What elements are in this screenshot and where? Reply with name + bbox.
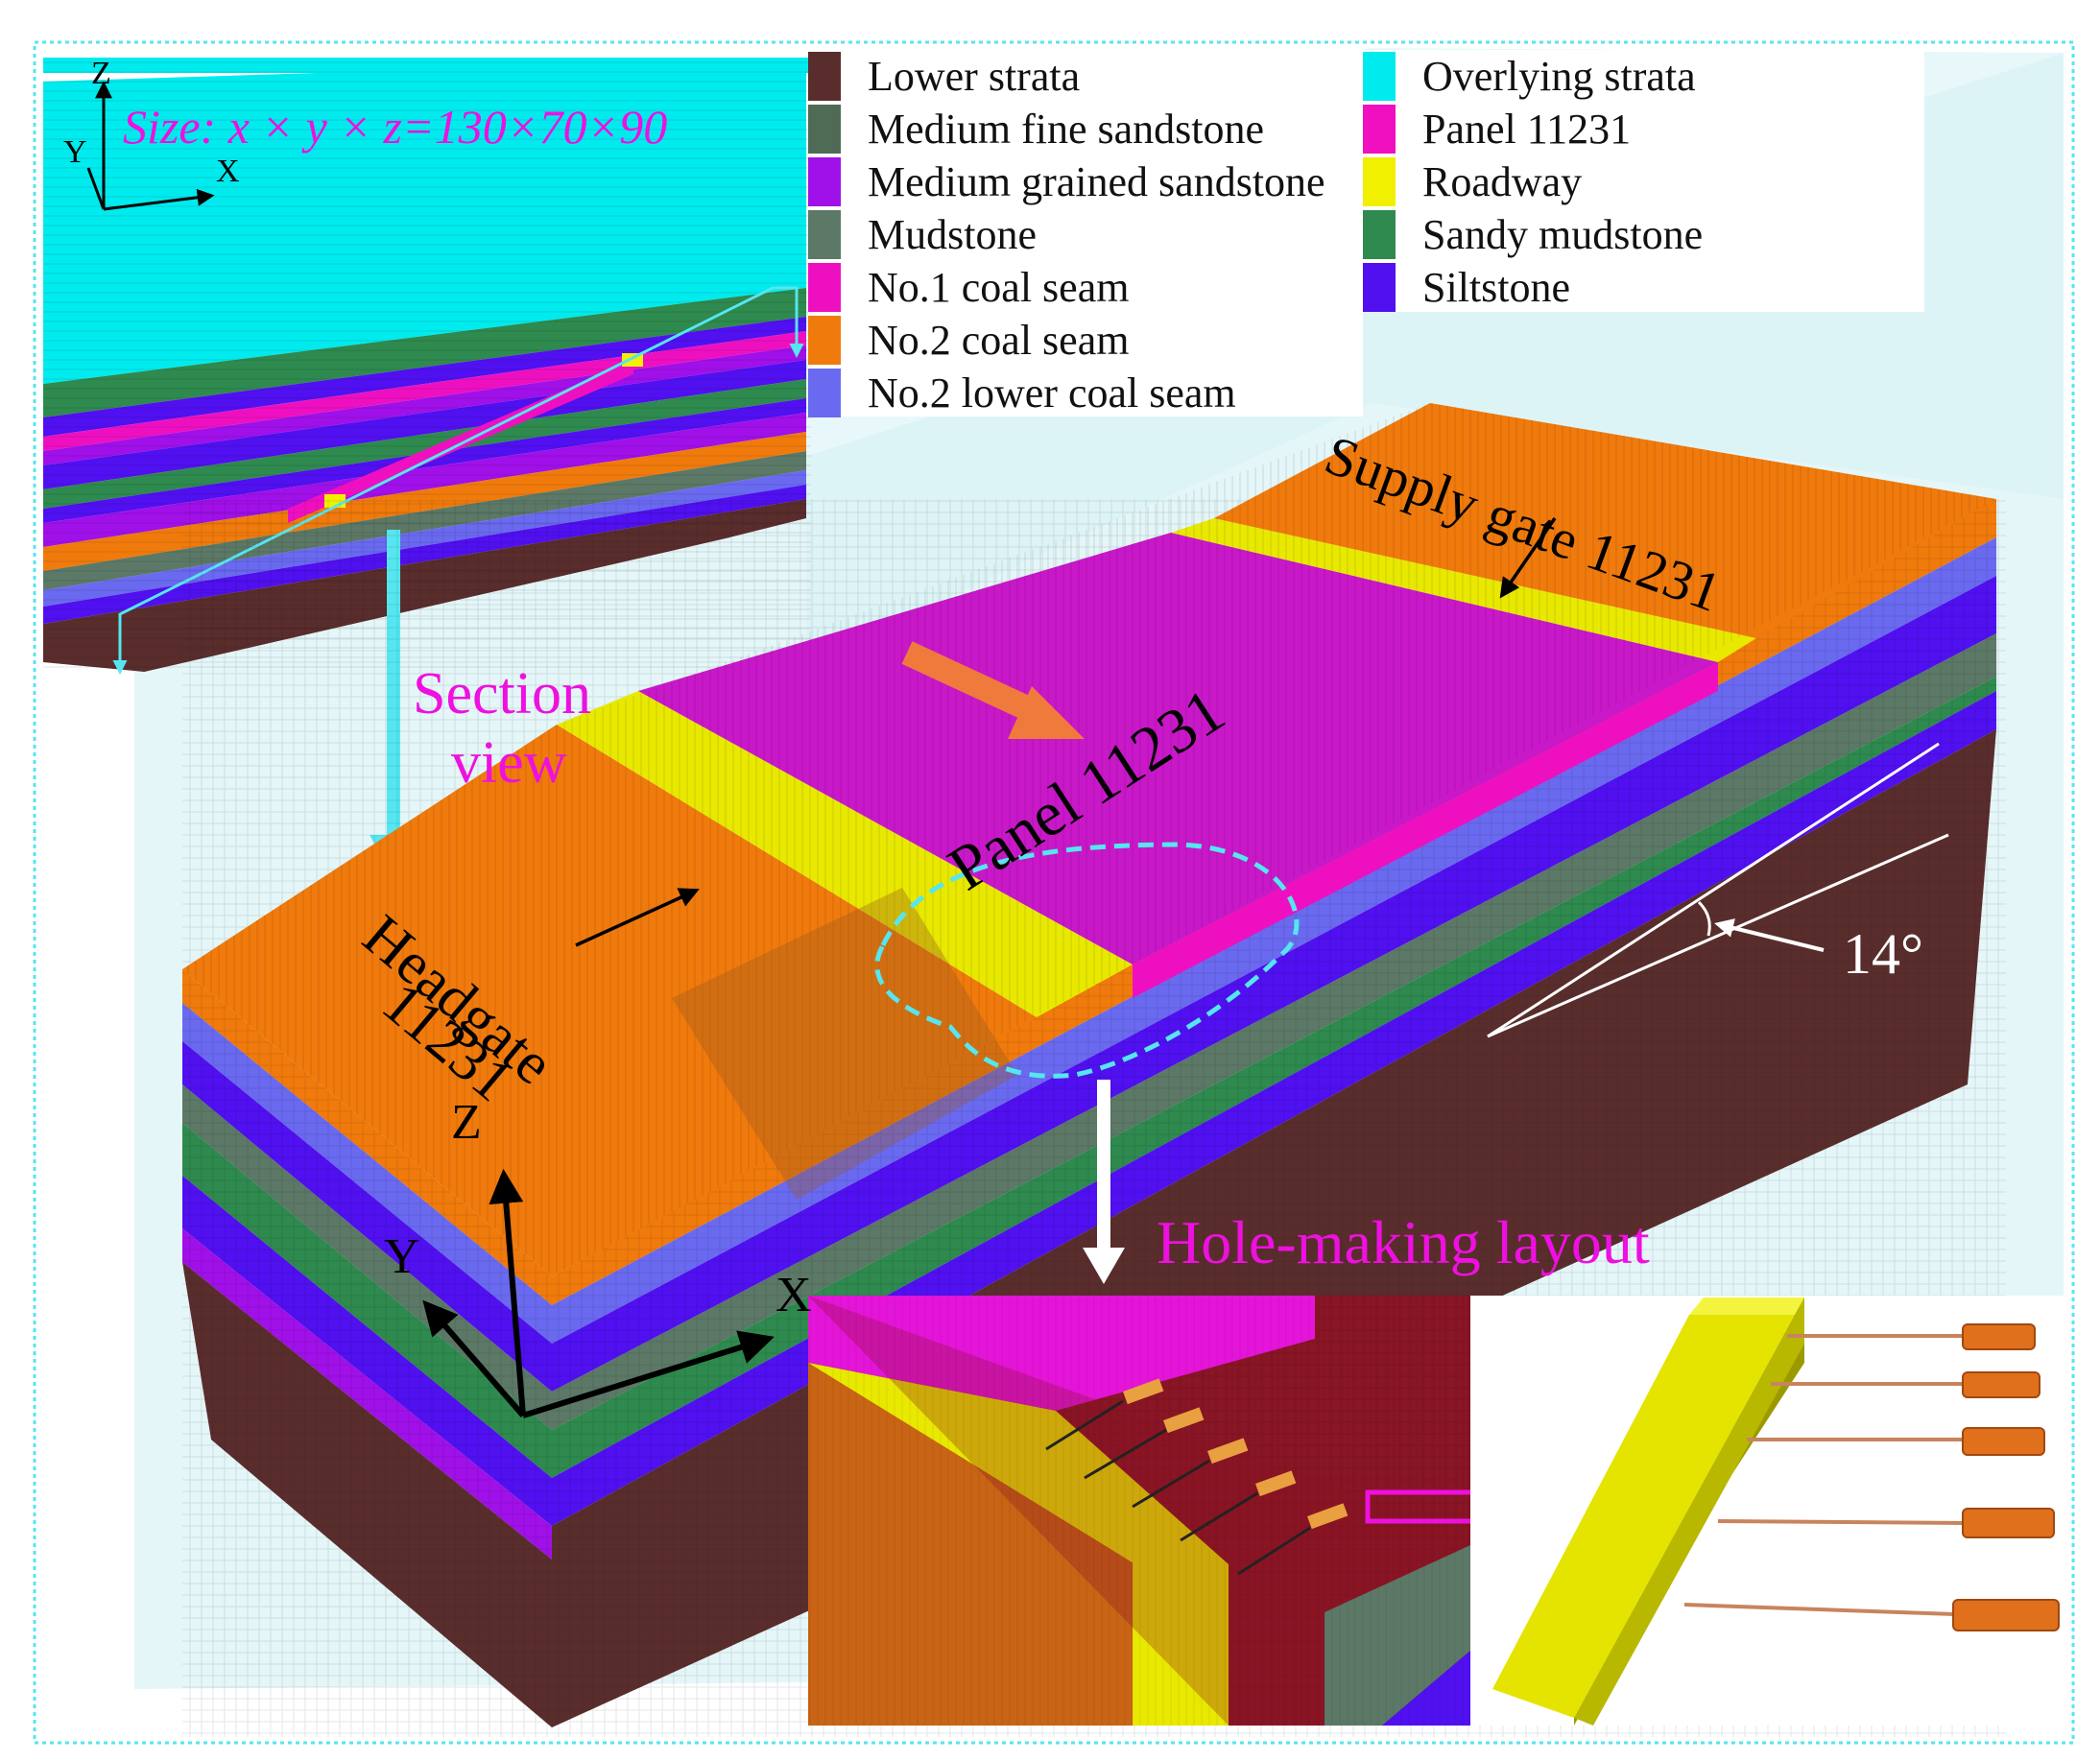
figure-frame <box>33 40 2075 1745</box>
headgate-pointer <box>575 888 700 947</box>
borehole-schematic <box>1470 1296 2070 1726</box>
legend-swatch <box>808 263 841 312</box>
angle-pointer <box>1714 918 1825 952</box>
section-view-label-line1: Section <box>413 661 591 726</box>
legend-item: Mudstone <box>808 208 1363 261</box>
main-x-label: X <box>776 1268 812 1322</box>
legend-item: Siltstone <box>1363 261 1924 314</box>
main-y-axis <box>422 1299 526 1417</box>
inset-z-label: Z <box>91 56 111 91</box>
legend-label: No.2 lower coal seam <box>868 369 1236 417</box>
boreholes-closeup <box>1045 1399 1311 1576</box>
legend-item: Overlying strata <box>1363 50 1924 103</box>
size-label: Size: x × y × z=130×70×90 <box>123 100 668 154</box>
legend-label: Lower strata <box>868 53 1081 100</box>
legend-label: No.2 coal seam <box>868 317 1130 364</box>
inset-x-axis <box>103 188 215 211</box>
legend-swatch <box>1363 210 1396 259</box>
legend-item: Medium grained sandstone <box>808 155 1363 208</box>
supply-gate-pointer <box>1499 517 1557 599</box>
legend-label: Mudstone <box>868 211 1037 258</box>
legend-swatch <box>1363 52 1396 101</box>
legend-label: Medium grained sandstone <box>868 158 1325 205</box>
borehole-lines <box>1683 1334 1964 1616</box>
legend-item: Sandy mudstone <box>1363 208 1924 261</box>
legend-item: Roadway <box>1363 155 1924 208</box>
legend-swatch <box>808 52 841 101</box>
inset-y-label: Y <box>63 134 87 170</box>
legend-item: Panel 11231 <box>1363 103 1924 155</box>
legend-swatch <box>1363 157 1396 206</box>
hole-layout-closeup <box>808 1296 1470 1726</box>
charge-cylinders <box>1952 1323 2060 1631</box>
legend-label: Overlying strata <box>1422 53 1696 100</box>
main-z-axis <box>489 1168 526 1417</box>
legend-swatch <box>808 210 841 259</box>
angle-label: 14° <box>1843 922 1923 986</box>
legend-swatch <box>808 369 841 417</box>
legend-item: No.2 lower coal seam <box>808 367 1363 419</box>
mining-direction-arrow <box>901 641 1047 726</box>
legend-swatch <box>808 105 841 154</box>
section-view-label-line2: view <box>451 730 567 796</box>
hole-region-outline <box>874 842 1300 1079</box>
legend-label: Siltstone <box>1422 264 1571 311</box>
legend-swatch <box>1363 263 1396 312</box>
legend-label: Panel 11231 <box>1422 106 1632 153</box>
main-z-label: Z <box>451 1095 482 1150</box>
main-y-label: Y <box>384 1229 420 1284</box>
legend-swatch <box>1363 105 1396 154</box>
legend-swatch <box>808 316 841 365</box>
main-model <box>182 403 2006 1737</box>
legend-item: Medium fine sandstone <box>808 103 1363 155</box>
legend-swatch <box>808 157 841 206</box>
legend-label: Sandy mudstone <box>1422 211 1704 258</box>
legend-label: No.1 coal seam <box>868 264 1130 311</box>
legend-item: No.1 coal seam <box>808 261 1363 314</box>
legend-item: No.2 coal seam <box>808 314 1363 367</box>
main-x-axis <box>522 1330 775 1418</box>
inset-y-axis <box>86 167 106 210</box>
angle-line-upper <box>1487 742 1940 1038</box>
hole-making-label: Hole-making layout <box>1157 1208 1650 1276</box>
legend-label: Medium fine sandstone <box>868 106 1265 153</box>
legend-item: Lower strata <box>808 50 1363 103</box>
legend-label: Roadway <box>1422 158 1583 205</box>
inset-x-label: X <box>216 154 240 189</box>
